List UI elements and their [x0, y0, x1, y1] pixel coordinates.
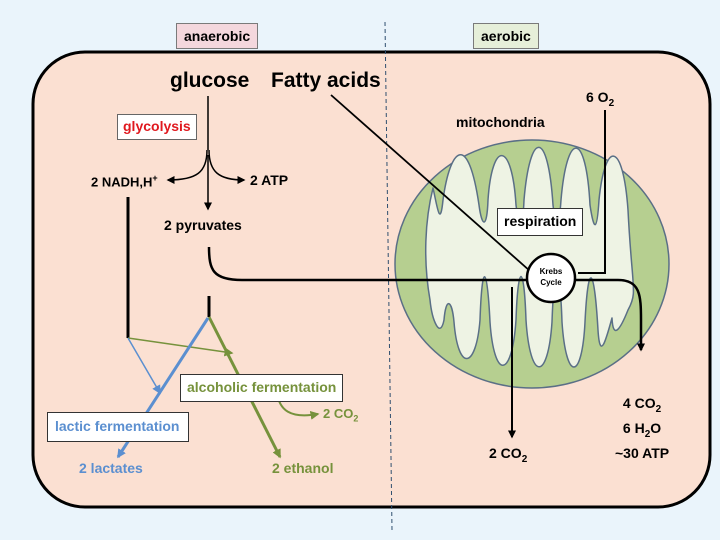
krebs-line-2: Cycle: [540, 278, 562, 287]
krebs-label: Krebs Cycle: [531, 266, 571, 288]
lactic-fermentation-box: lactic fermentation: [47, 412, 190, 442]
atp-label: 2 ATP: [250, 172, 289, 188]
glycolysis-box: glycolysis: [117, 114, 197, 140]
oxygen-label: 6 O2: [586, 90, 614, 109]
output-h2o-subscript: 2: [644, 428, 651, 440]
fatty-acids-line: [330, 94, 531, 272]
lactic-fermentation-label: lactic fermentation: [55, 418, 180, 434]
output-co2-subscript: 2: [655, 403, 662, 415]
divider-line: [384, 21, 393, 531]
lactates-label: 2 lactates: [79, 460, 143, 476]
oxygen-subscript: 2: [608, 97, 615, 109]
co2-black-text: 2 CO: [489, 445, 522, 461]
pyruvate-to-krebs: [207, 246, 527, 282]
respiration-box: respiration: [497, 208, 584, 236]
nadh-text: 2 NADH,H: [91, 174, 153, 190]
alcoholic-fermentation-box: alcoholic fermentation: [180, 374, 344, 402]
co2-green-subscript: 2: [353, 413, 359, 424]
krebs-line-1: Krebs: [539, 267, 563, 276]
output-h2o-suffix: O: [650, 419, 662, 436]
nadh-to-alcoholic: [127, 337, 234, 357]
nadh-superscript: +: [152, 173, 158, 183]
anaerobic-tag: anaerobic: [176, 23, 259, 49]
co2-black-subscript: 2: [521, 453, 528, 465]
nadh-label: 2 NADH,H+: [91, 173, 158, 190]
krebs-cycle-circle: [525, 252, 577, 304]
fatty-acids-label: Fatty acids: [271, 69, 381, 92]
aerobic-tag: aerobic: [473, 23, 539, 49]
output-co2: 4 CO2: [615, 394, 669, 419]
glycolysis-label: glycolysis: [123, 118, 191, 134]
atp-curve-arrow: [208, 149, 246, 184]
glucose-label: glucose: [170, 69, 250, 92]
co2-green-text: 2 CO: [323, 406, 354, 421]
output-h2o: 6 H2O: [615, 419, 669, 444]
ethanol-label: 2 ethanol: [272, 460, 334, 476]
respiration-label: respiration: [504, 213, 577, 229]
mitochondria-label: mitochondria: [456, 114, 545, 130]
output-co2-text: 4 CO: [622, 395, 656, 411]
nadh-curve-arrow: [166, 149, 208, 184]
output-products: 4 CO2 6 H2O ~30 ATP: [615, 394, 669, 463]
krebs-output-arrow: [574, 278, 645, 352]
pyruvates-label: 2 pyruvates: [164, 217, 242, 233]
mitochondrion-inner-membrane: [425, 146, 635, 368]
output-atp: ~30 ATP: [615, 444, 670, 461]
output-h2o-text: 6 H: [622, 419, 645, 436]
nadh-to-lactic: [127, 337, 161, 395]
alcoholic-fermentation-label: alcoholic fermentation: [187, 379, 337, 395]
oxygen-text: 6 O: [586, 89, 609, 105]
co2-black-label: 2 CO2: [489, 446, 527, 465]
co2-green-label: 2 CO2: [323, 407, 358, 424]
